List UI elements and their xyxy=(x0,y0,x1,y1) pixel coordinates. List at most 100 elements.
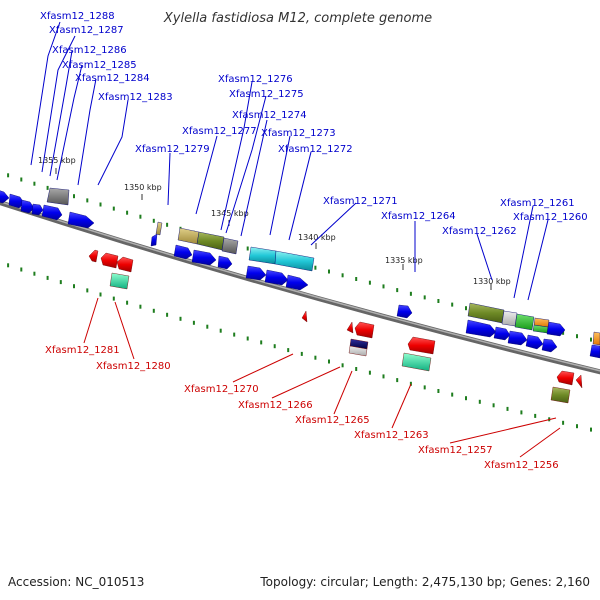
gene-label-1265[interactable]: Xfasm12_1265 xyxy=(295,415,370,426)
ring-dot xyxy=(355,277,358,281)
gene-arrow xyxy=(465,319,497,338)
gene-arrow xyxy=(285,274,309,291)
ring-dot xyxy=(423,295,426,300)
gene-label-1287[interactable]: Xfasm12_1287 xyxy=(49,25,124,36)
tick-label-1350: 1350 kbp xyxy=(124,183,162,192)
ring-dot xyxy=(492,403,495,408)
gene-label-1286[interactable]: Xfasm12_1286 xyxy=(52,45,127,56)
gene-label-1270[interactable]: Xfasm12_1270 xyxy=(184,384,259,395)
ring-dot xyxy=(219,328,222,333)
ring-dot xyxy=(126,300,129,305)
gene-arrow xyxy=(173,244,193,260)
ring-dot xyxy=(590,337,592,342)
genome-backbone xyxy=(0,199,600,375)
ring-dot xyxy=(20,177,23,182)
leader-1281 xyxy=(83,297,99,344)
ring-dot xyxy=(99,292,102,297)
forward-genes xyxy=(0,187,600,359)
ring-dot xyxy=(314,265,317,270)
ring-dot xyxy=(314,355,317,360)
tick-label-1340: 1340 kbp xyxy=(298,233,336,242)
ring-dot xyxy=(7,173,10,178)
leader-1280 xyxy=(114,301,135,360)
leader-1262 xyxy=(476,233,493,281)
ring-dot xyxy=(246,246,249,251)
gene-label-1271[interactable]: Xfasm12_1271 xyxy=(323,196,398,207)
ring-dot xyxy=(179,316,182,321)
gene-label-1256[interactable]: Xfasm12_1256 xyxy=(484,460,559,471)
gene-block xyxy=(401,352,432,372)
leader-1256 xyxy=(519,427,561,458)
gene-arrow xyxy=(245,265,267,281)
gene-arrow xyxy=(217,255,233,270)
gene-label-1285[interactable]: Xfasm12_1285 xyxy=(62,60,137,71)
ring-dot xyxy=(139,214,142,219)
ring-dot xyxy=(206,324,209,329)
gene-arrow xyxy=(67,211,95,229)
ring-dot xyxy=(562,420,565,425)
ring-dot xyxy=(152,218,155,223)
gene-label-1284[interactable]: Xfasm12_1284 xyxy=(75,73,150,84)
ring-dot xyxy=(590,427,592,432)
ring-dot xyxy=(73,194,75,199)
gene-label-1277[interactable]: Xfasm12_1277 xyxy=(182,126,257,137)
ring-dot xyxy=(368,280,371,285)
ring-dot xyxy=(382,374,385,379)
gene-arrow xyxy=(264,269,289,286)
ring-dot xyxy=(437,389,440,393)
gene-label-1283[interactable]: Xfasm12_1283 xyxy=(98,92,173,103)
ring-dot xyxy=(451,392,454,397)
gene-label-1261[interactable]: Xfasm12_1261 xyxy=(500,198,575,209)
gene-block xyxy=(221,237,239,255)
ring-dot xyxy=(99,202,102,207)
gene-block xyxy=(592,331,600,346)
gene-label-1281[interactable]: Xfasm12_1281 xyxy=(45,345,120,356)
ring-dot xyxy=(233,332,236,337)
gene-block xyxy=(274,250,315,272)
map-title: Xylella fastidiosa M12, complete genome xyxy=(163,11,432,26)
ring-dot xyxy=(260,340,263,345)
gene-label-1262[interactable]: Xfasm12_1262 xyxy=(442,226,517,237)
ring-dot xyxy=(33,271,36,276)
leader-1283 xyxy=(97,99,129,186)
ring-dot xyxy=(341,273,344,278)
ring-dot xyxy=(112,206,115,211)
ring-dot xyxy=(33,181,36,186)
ring-dot xyxy=(300,351,303,356)
ring-dot xyxy=(534,413,537,418)
ring-dot xyxy=(328,269,330,274)
ring-dot xyxy=(506,406,509,411)
gene-label-1275[interactable]: Xfasm12_1275 xyxy=(229,89,304,100)
gene-arrow xyxy=(541,338,558,353)
gene-label-1272[interactable]: Xfasm12_1272 xyxy=(278,144,353,155)
gene-label-1264[interactable]: Xfasm12_1264 xyxy=(381,211,456,222)
gene-label-1280[interactable]: Xfasm12_1280 xyxy=(96,361,171,372)
ring-dot xyxy=(437,299,440,303)
ring-dot xyxy=(409,291,412,296)
tick-label-1345: 1345 kbp xyxy=(211,209,249,218)
gene-arrow xyxy=(575,374,583,389)
gene-label-1257[interactable]: Xfasm12_1257 xyxy=(418,445,493,456)
ring-dot xyxy=(273,344,276,349)
gene-label-1273[interactable]: Xfasm12_1273 xyxy=(261,128,336,139)
gene-label-1288[interactable]: Xfasm12_1288 xyxy=(40,11,115,22)
gene-label-1263[interactable]: Xfasm12_1263 xyxy=(354,430,429,441)
ring-dot xyxy=(520,410,523,415)
ring-dot xyxy=(86,198,89,203)
gene-label-1266[interactable]: Xfasm12_1266 xyxy=(238,400,313,411)
leader-1273 xyxy=(269,135,291,236)
leader-1271 xyxy=(310,202,357,246)
ring-dot xyxy=(341,363,344,368)
gene-label-1276[interactable]: Xfasm12_1276 xyxy=(218,74,293,85)
gene-label-1279[interactable]: Xfasm12_1279 xyxy=(135,144,210,155)
gene-label-1260[interactable]: Xfasm12_1260 xyxy=(513,212,588,223)
gene-arrow xyxy=(31,203,44,216)
ring-dot xyxy=(465,396,467,401)
accession-text: Accession: NC_010513 xyxy=(8,575,145,589)
ring-dot xyxy=(246,336,249,341)
gene-label-1274[interactable]: Xfasm12_1274 xyxy=(232,110,307,121)
tick-label-1335: 1335 kbp xyxy=(385,256,423,265)
leader-1279 xyxy=(167,152,171,206)
ring-dot xyxy=(59,280,62,285)
